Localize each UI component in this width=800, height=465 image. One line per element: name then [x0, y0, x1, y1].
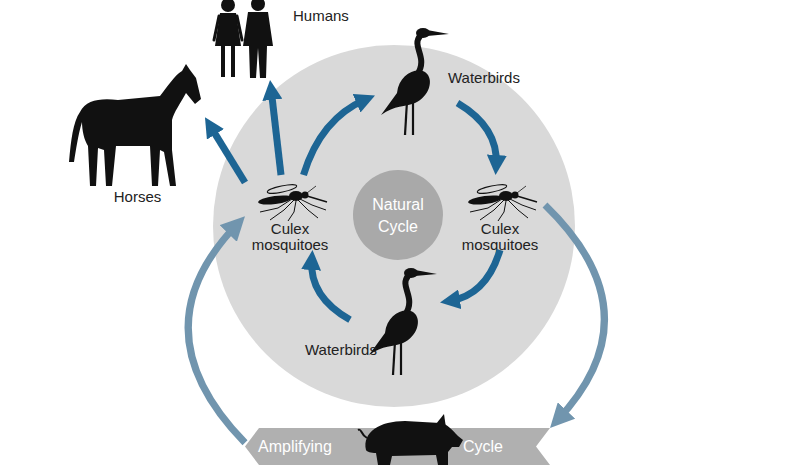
cycle-arrow [210, 126, 245, 183]
cycle-arrow [188, 223, 245, 442]
node-label: Culex mosquitoes [455, 221, 545, 253]
node-label: Waterbirds [448, 70, 538, 86]
cycle-arrow [304, 99, 366, 175]
human-head [251, 0, 265, 11]
cycle-circle: Natural Cycle [353, 170, 443, 260]
human-figures: Humans [210, 0, 330, 80]
woman-leg [231, 45, 235, 77]
mosquito-right [468, 183, 537, 221]
heron-bottom [369, 268, 437, 375]
pig-ear [436, 414, 446, 428]
mosquito-left [258, 183, 327, 221]
mosquito-figure: Culex mosquitoes [245, 175, 335, 250]
woman-leg [221, 45, 225, 77]
horse-silhouette [69, 64, 201, 186]
cycle-arrow [312, 260, 350, 320]
cycle-arrow [545, 205, 604, 421]
woman-dress [215, 13, 241, 46]
woman-arm [214, 16, 219, 40]
horse-figure: Horses [70, 70, 205, 205]
node-label: Waterbirds [305, 342, 395, 358]
pig-tail [358, 430, 367, 438]
heron-top [381, 28, 449, 135]
band-outline [245, 428, 550, 465]
node-label: Humans [293, 8, 373, 24]
node-label: Cycle [463, 438, 533, 456]
waterbird-figure: Waterbirds [375, 28, 525, 103]
cycle-arrow [458, 103, 497, 165]
pig-silhouette [365, 421, 463, 465]
waterbird-figure: Waterbirds [350, 268, 440, 383]
cycle-arrow [271, 90, 281, 175]
amplifying-band: Amplifying Cycle [245, 428, 550, 465]
mosquito-figure: Culex mosquitoes [455, 175, 545, 250]
node-label: Horses [70, 189, 205, 205]
node-label: Natural Cycle [353, 194, 443, 238]
man-body [243, 12, 273, 78]
node-label: Culex mosquitoes [245, 221, 335, 253]
woman-arm [237, 16, 242, 40]
human-head [221, 0, 235, 12]
cycle-arrow [450, 250, 500, 301]
node-label: Amplifying [258, 438, 358, 456]
